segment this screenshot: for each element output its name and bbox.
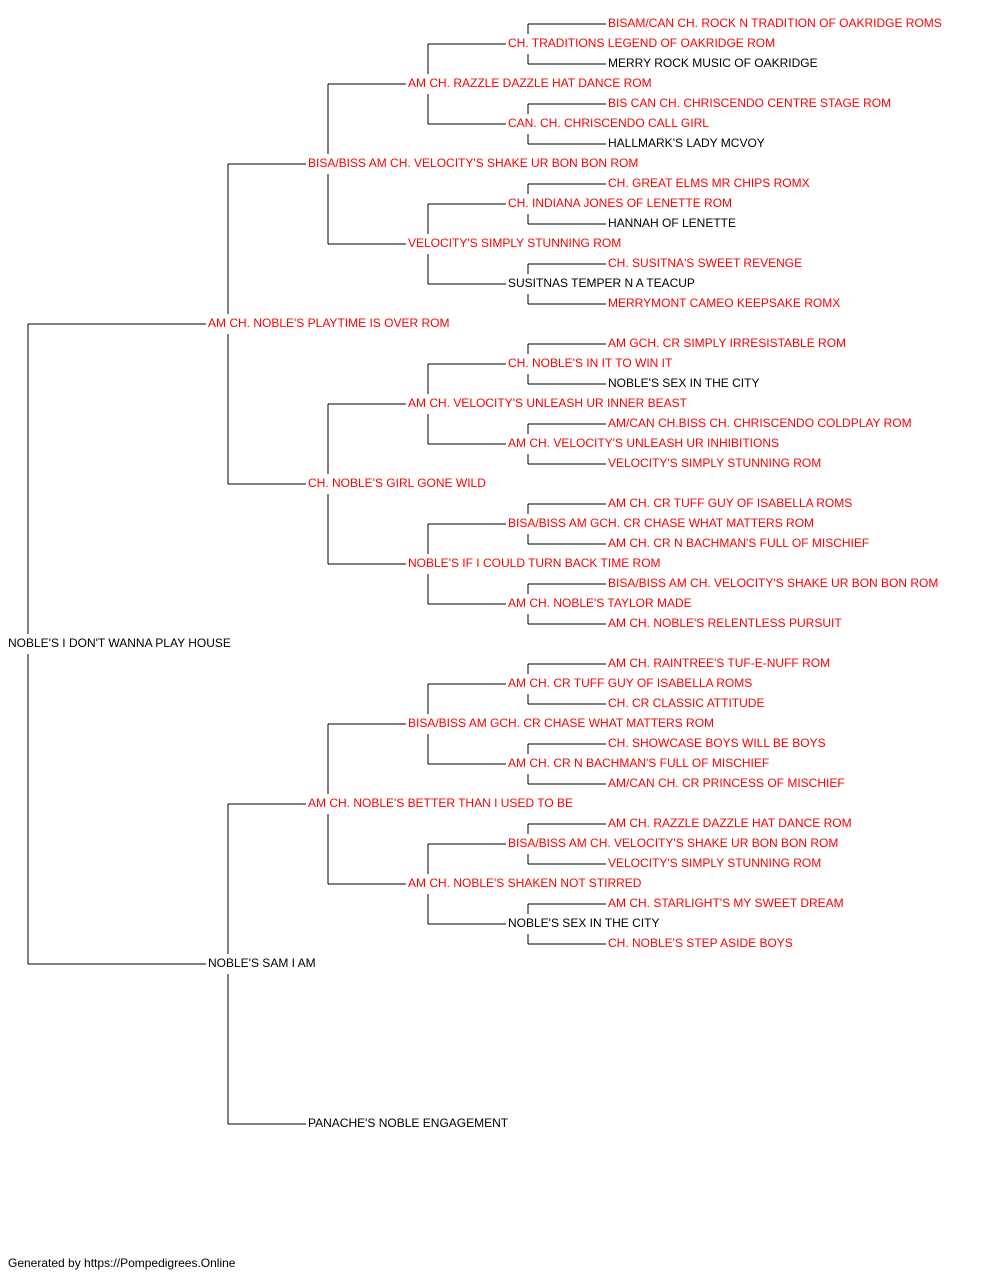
pedigree-entry: NOBLE'S I DON'T WANNA PLAY HOUSE: [8, 636, 231, 650]
pedigree-entry: CH. SUSITNA'S SWEET REVENGE: [608, 256, 802, 270]
pedigree-entry: NOBLE'S SEX IN THE CITY: [508, 916, 659, 930]
pedigree-entry: AM CH. VELOCITY'S UNLEASH UR INHIBITIONS: [508, 436, 779, 450]
pedigree-entry: CH. SHOWCASE BOYS WILL BE BOYS: [608, 736, 826, 750]
pedigree-entry: CH. NOBLE'S IN IT TO WIN IT: [508, 356, 673, 370]
pedigree-entry: CH. INDIANA JONES OF LENETTE ROM: [508, 196, 732, 210]
pedigree-entry: AM/CAN CH. CR PRINCESS OF MISCHIEF: [608, 776, 845, 790]
pedigree-entry: AM CH. RAZZLE DAZZLE HAT DANCE ROM: [408, 76, 652, 90]
pedigree-entry: CH. NOBLE'S GIRL GONE WILD: [308, 476, 486, 490]
pedigree-entry: AM GCH. CR SIMPLY IRRESISTABLE ROM: [608, 336, 846, 350]
pedigree-entry: HALLMARK'S LADY MCVOY: [608, 136, 765, 150]
pedigree-entry: AM CH. NOBLE'S TAYLOR MADE: [508, 596, 692, 610]
pedigree-entry: AM CH. CR TUFF GUY OF ISABELLA ROMS: [508, 676, 752, 690]
pedigree-entry: NOBLE'S IF I COULD TURN BACK TIME ROM: [408, 556, 661, 570]
pedigree-entry: AM CH. CR N BACHMAN'S FULL OF MISCHIEF: [608, 536, 869, 550]
pedigree-entry: BISA/BISS AM CH. VELOCITY'S SHAKE UR BON…: [508, 836, 838, 850]
pedigree-entry: CH. GREAT ELMS MR CHIPS ROMX: [608, 176, 810, 190]
pedigree-tree: NOBLE'S I DON'T WANNA PLAY HOUSE AM CH. N…: [8, 16, 942, 1130]
pedigree-entry: HANNAH OF LENETTE: [608, 216, 736, 230]
pedigree-entry: AM CH. NOBLE'S BETTER THAN I USED TO BE: [308, 796, 573, 810]
pedigree-entry: VELOCITY'S SIMPLY STUNNING ROM: [408, 236, 621, 250]
pedigree-entry: AM CH. NOBLE'S RELENTLESS PURSUIT: [608, 616, 842, 630]
generated-by-footer: Generated by https://Pompedigrees.Online: [8, 1256, 236, 1270]
pedigree-entry: AM CH. CR N BACHMAN'S FULL OF MISCHIEF: [508, 756, 769, 770]
pedigree-entry: AM CH. VELOCITY'S UNLEASH UR INNER BEAST: [408, 396, 688, 410]
pedigree-entry: BISA/BISS AM CH. VELOCITY'S SHAKE UR BON…: [308, 156, 638, 170]
pedigree-entry: CAN. CH. CHRISCENDO CALL GIRL: [508, 116, 709, 130]
pedigree-entry: BISAM/CAN CH. ROCK N TRADITION OF OAKRID…: [608, 16, 942, 30]
pedigree-entry: NOBLE'S SEX IN THE CITY: [608, 376, 759, 390]
pedigree-entry: CH. NOBLE'S STEP ASIDE BOYS: [608, 936, 793, 950]
pedigree-entry: BISA/BISS AM GCH. CR CHASE WHAT MATTERS …: [508, 516, 814, 530]
pedigree-entry: CH. TRADITIONS LEGEND OF OAKRIDGE ROM: [508, 36, 775, 50]
pedigree-entry: PANACHE'S NOBLE ENGAGEMENT: [308, 1116, 509, 1130]
pedigree-entry: MERRY ROCK MUSIC OF OAKRIDGE: [608, 56, 818, 70]
pedigree-entry: BISA/BISS AM GCH. CR CHASE WHAT MATTERS …: [408, 716, 714, 730]
pedigree-entry: AM CH. RAZZLE DAZZLE HAT DANCE ROM: [608, 816, 852, 830]
pedigree-entry: AM CH. STARLIGHT'S MY SWEET DREAM: [608, 896, 844, 910]
pedigree-entry: MERRYMONT CAMEO KEEPSAKE ROMX: [608, 296, 840, 310]
pedigree-entry: NOBLE'S SAM I AM: [208, 956, 316, 970]
pedigree-entry: VELOCITY'S SIMPLY STUNNING ROM: [608, 856, 821, 870]
pedigree-entry: AM CH. NOBLE'S SHAKEN NOT STIRRED: [408, 876, 642, 890]
pedigree-entry: AM/CAN CH.BISS CH. CHRISCENDO COLDPLAY R…: [608, 416, 912, 430]
pedigree-entry: AM CH. NOBLE'S PLAYTIME IS OVER ROM: [208, 316, 449, 330]
pedigree-entry: BISA/BISS AM CH. VELOCITY'S SHAKE UR BON…: [608, 576, 938, 590]
pedigree-entry: SUSITNAS TEMPER N A TEACUP: [508, 276, 695, 290]
pedigree-entry: VELOCITY'S SIMPLY STUNNING ROM: [608, 456, 821, 470]
pedigree-entry: AM CH. RAINTREE'S TUF-E-NUFF ROM: [608, 656, 830, 670]
pedigree-entry: AM CH. CR TUFF GUY OF ISABELLA ROMS: [608, 496, 852, 510]
pedigree-entry: BIS CAN CH. CHRISCENDO CENTRE STAGE ROM: [608, 96, 891, 110]
pedigree-entry: CH. CR CLASSIC ATTITUDE: [608, 696, 764, 710]
